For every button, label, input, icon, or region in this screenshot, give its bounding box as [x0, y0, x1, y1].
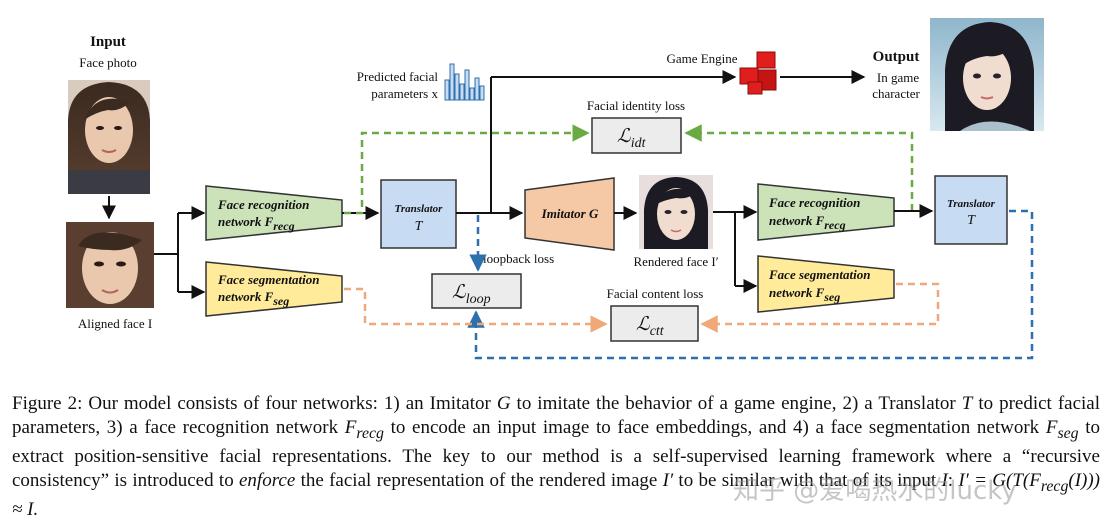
- output-line2: character: [872, 86, 920, 101]
- content-loss-box: ℒctt: [610, 305, 699, 342]
- game-engine-icon: [739, 51, 777, 95]
- predicted-params-line2: parameters x: [371, 86, 438, 101]
- face-recognition-1-line1: Face recognition: [217, 197, 309, 212]
- output-title: Output: [873, 49, 920, 65]
- face-recognition-2-line2: network Frecg: [769, 213, 846, 232]
- translator-2-line2: T: [967, 213, 976, 228]
- identity-loss-title: Facial identity loss: [587, 98, 685, 113]
- rendered-face-image: [639, 175, 713, 249]
- face-recognition-2-line1: Face recognition: [768, 195, 860, 210]
- identity-loss-symbol: ℒidt: [617, 126, 647, 151]
- figure-caption: Figure 2: Our model consists of four net…: [12, 393, 1101, 520]
- imitator-label: Imitator G: [541, 206, 599, 221]
- loopback-loss-box: ℒloop: [431, 273, 522, 309]
- content-loss-symbol: ℒctt: [636, 314, 665, 339]
- parameter-histogram-icon: [444, 63, 485, 101]
- content-loss-title: Facial content loss: [607, 286, 704, 301]
- identity-loss-box: ℒidt: [591, 117, 682, 154]
- translator-1-line1: Translator: [395, 203, 444, 215]
- face-segmentation-2-line2: network Fseg: [769, 285, 840, 304]
- aligned-face: [66, 222, 154, 308]
- face-segmentation-1-line2: network Fseg: [218, 289, 289, 308]
- game-character-image: [930, 18, 1044, 131]
- game-engine-label: Game Engine: [666, 51, 737, 66]
- rendered-face-label: Rendered face I′: [633, 254, 718, 269]
- input-title: Input: [90, 34, 126, 50]
- face-recognition-network-1: Face recognition network Frecg: [205, 185, 343, 241]
- face-recognition-1-line2: network Frecg: [218, 214, 295, 233]
- face-segmentation-1-line1: Face segmentation: [217, 272, 319, 287]
- face-segmentation-network-1: Face segmentation network Fseg: [205, 261, 343, 317]
- face-photo: [68, 80, 150, 194]
- face-segmentation-network-2: Face segmentation network Fseg: [757, 255, 895, 313]
- loopback-loss-title: loopback loss: [483, 251, 554, 266]
- predicted-params-line1: Predicted facial: [357, 69, 439, 84]
- loopback-loss-symbol: ℒloop: [452, 282, 491, 307]
- translator-1: Translator T: [380, 179, 457, 249]
- translator-2: Translator T: [934, 175, 1008, 245]
- imitator-g: Imitator G: [524, 177, 615, 251]
- translator-1-line2: T: [415, 219, 424, 234]
- translator-2-line1: Translator: [947, 198, 996, 210]
- watermark: 知乎 @爱喝热水的lucky: [733, 476, 1017, 506]
- aligned-face-label: Aligned face I: [78, 316, 152, 331]
- model-diagram: Input Face photo Aligned face I Face rec…: [66, 18, 1044, 360]
- face-segmentation-2-line1: Face segmentation: [768, 267, 870, 282]
- output-line1: In game: [877, 70, 919, 85]
- input-subtitle: Face photo: [79, 55, 136, 70]
- face-recognition-network-2: Face recognition network Frecg: [757, 183, 895, 241]
